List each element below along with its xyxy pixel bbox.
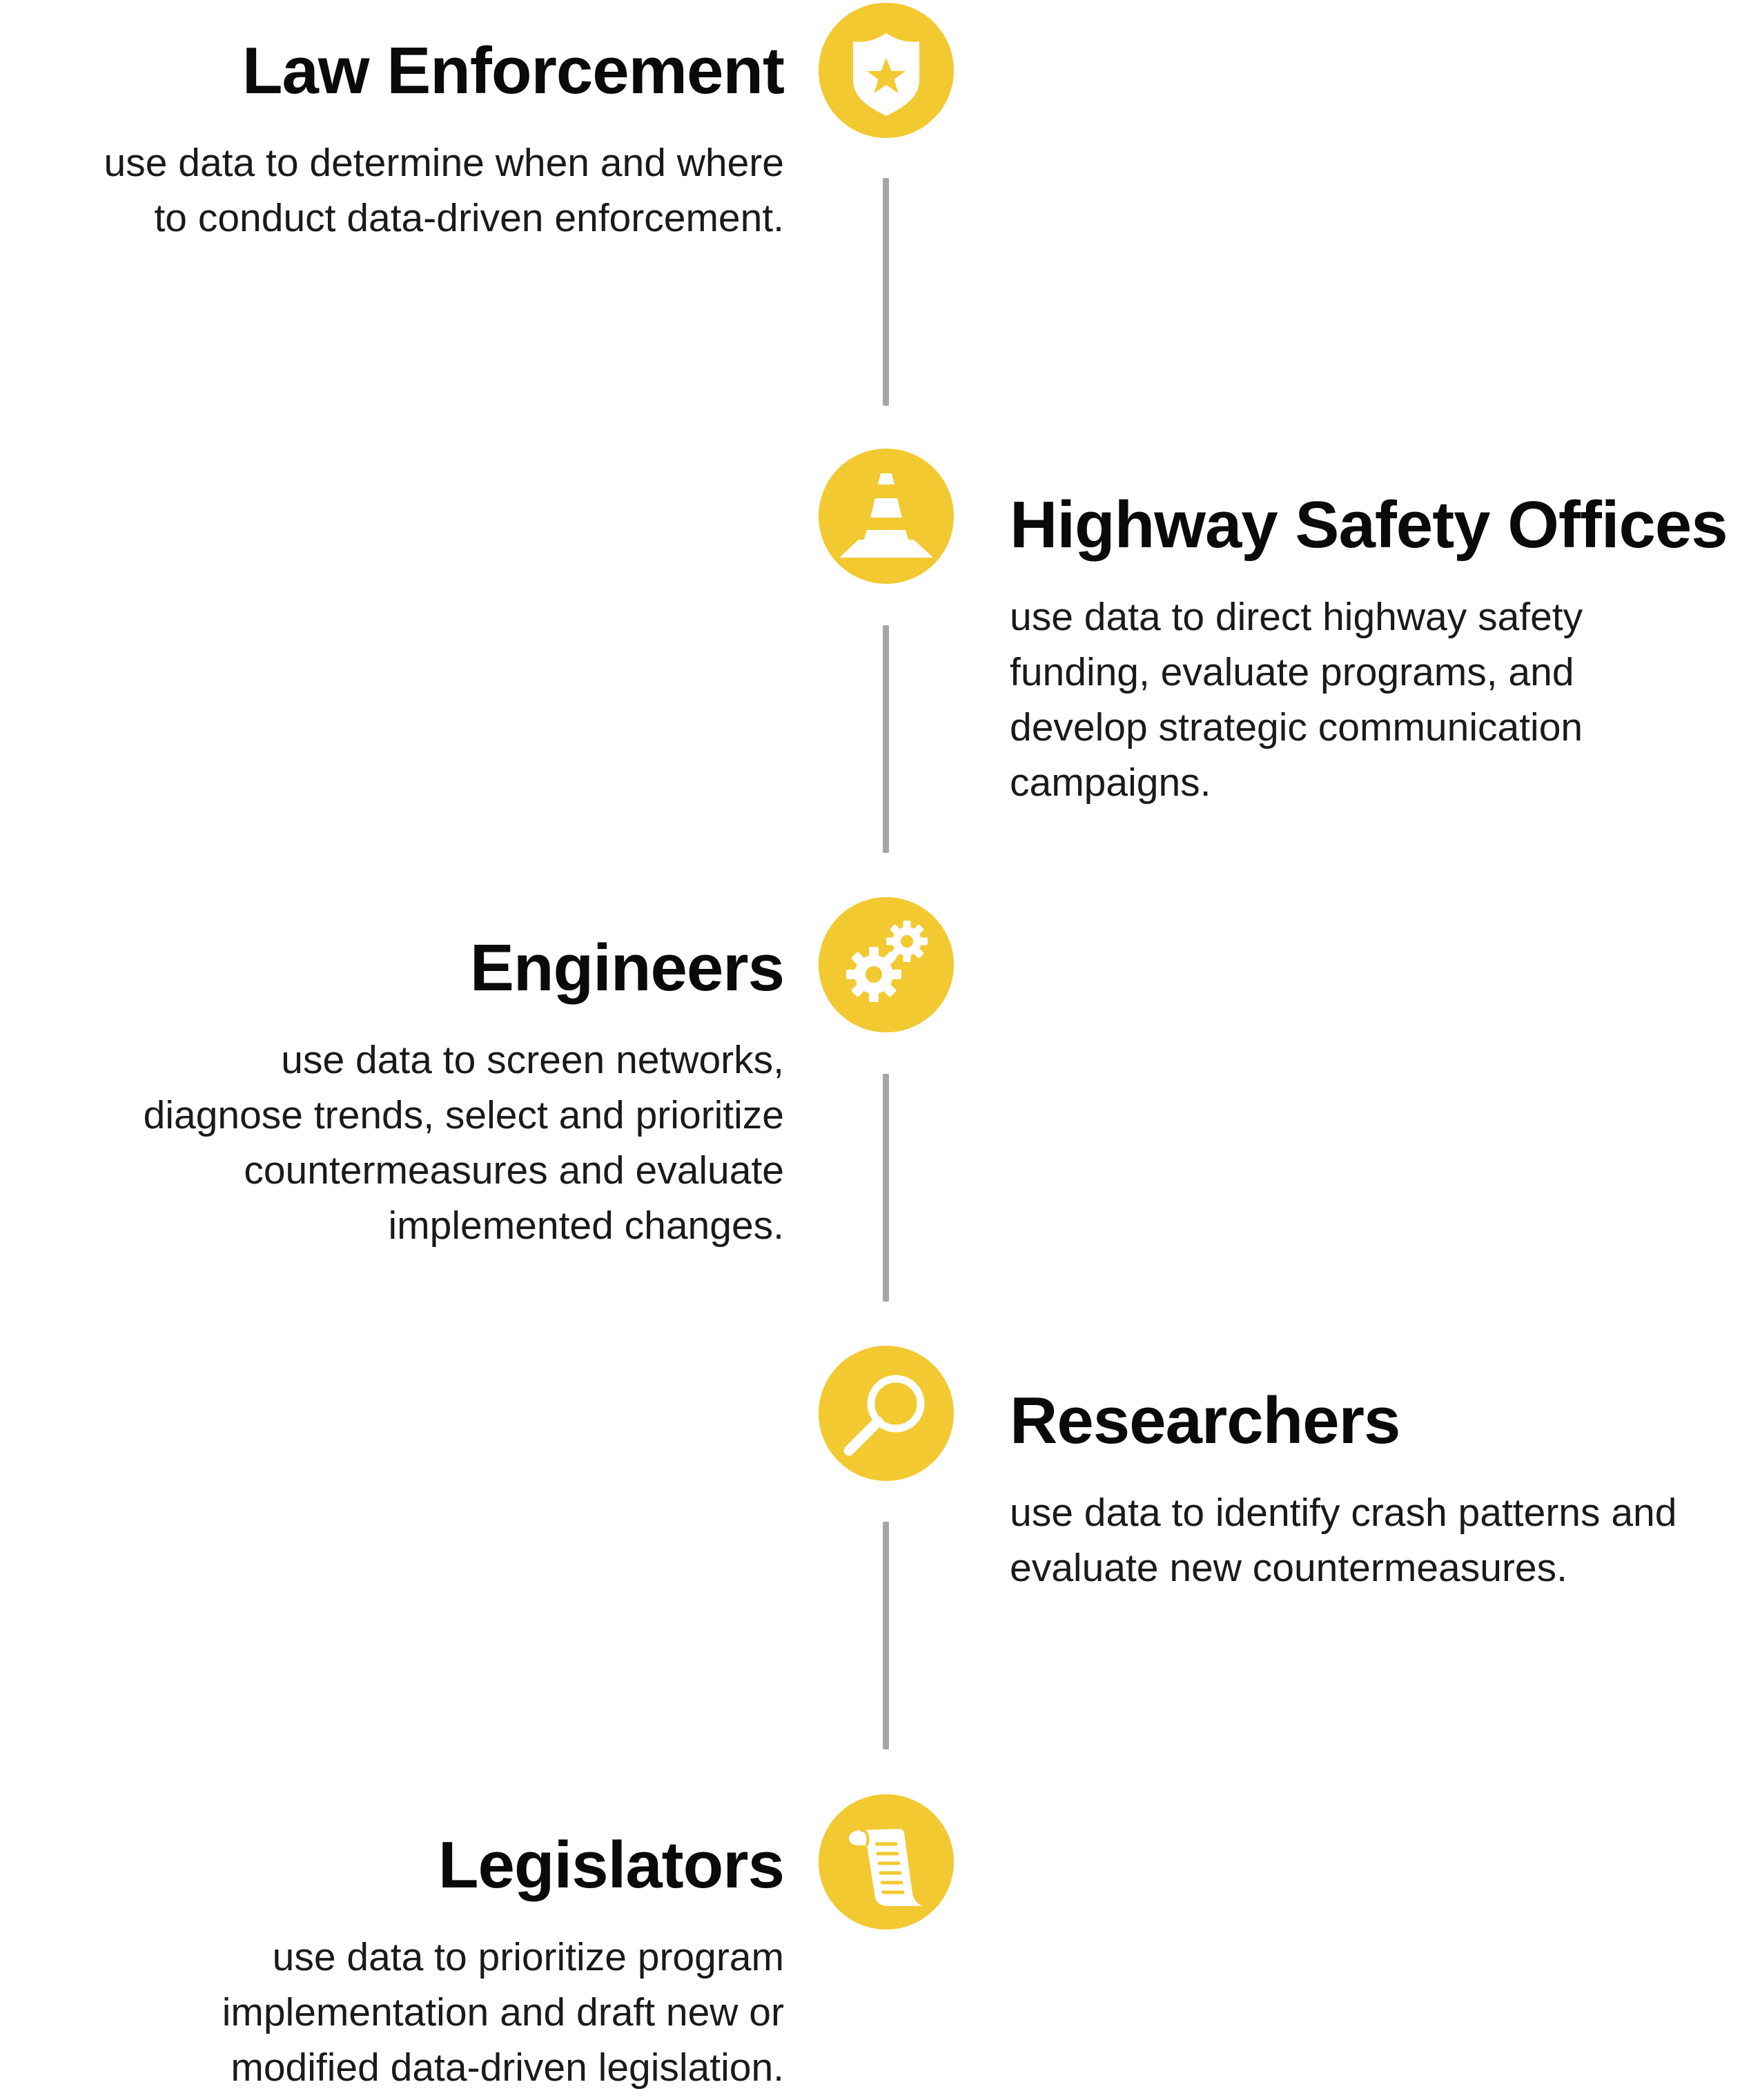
role-description: use data to screen networks, diagnose tr… (0, 1032, 784, 1253)
description-line: implemented changes. (388, 1204, 784, 1248)
description-line: use data to identify crash patterns and (1010, 1491, 1677, 1535)
role-researchers: Researchers use data to identify crash p… (1010, 1383, 1755, 1596)
timeline-connector-1 (883, 178, 889, 406)
description-line: modified data-driven legislation. (231, 2045, 784, 2090)
description-line: to conduct data-driven enforcement. (154, 196, 784, 240)
traffic-cone-icon (819, 449, 954, 584)
description-line: use data to screen networks, (281, 1038, 784, 1082)
role-title: Researchers (1010, 1384, 1400, 1458)
timeline-connector-3 (883, 1074, 889, 1302)
description-line: diagnose trends, select and prioritize (143, 1093, 784, 1137)
role-description: use data to prioritize program implement… (0, 1930, 784, 2095)
description-line: use data to determine when and where (104, 141, 784, 185)
role-engineers: Engineers use data to screen networks, d… (0, 930, 785, 1253)
description-line: countermeasures and evaluate (244, 1148, 784, 1193)
role-legislators: Legislators use data to prioritize progr… (0, 1827, 785, 2095)
scroll-document-icon (819, 1794, 954, 1930)
role-title: Legislators (438, 1828, 785, 1902)
police-badge-icon (819, 3, 954, 138)
timeline-connector-2 (883, 625, 889, 853)
description-line: campaigns. (1010, 760, 1211, 805)
role-title: Highway Safety Offices (1010, 488, 1728, 562)
role-description: use data to identify crash patterns and … (1010, 1485, 1755, 1596)
description-line: use data to prioritize program (272, 1935, 784, 1979)
timeline-connector-4 (883, 1522, 889, 1749)
description-line: use data to direct highway safety (1010, 595, 1583, 639)
role-highway-safety-offices: Highway Safety Offices use data to direc… (1010, 487, 1755, 810)
role-law-enforcement: Law Enforcement use data to determine wh… (0, 33, 785, 246)
description-line: develop strategic communication (1010, 705, 1583, 749)
magnifying-glass-icon (819, 1346, 954, 1481)
role-description: use data to direct highway safety fundin… (1010, 589, 1755, 810)
role-description: use data to determine when and where to … (0, 135, 784, 246)
description-line: implementation and draft new or (222, 1990, 784, 2034)
gears-icon (819, 897, 954, 1032)
role-title: Engineers (469, 931, 785, 1005)
role-title: Law Enforcement (242, 34, 785, 108)
description-line: funding, evaluate programs, and (1010, 650, 1574, 694)
description-line: evaluate new countermeasures. (1010, 1546, 1567, 1590)
